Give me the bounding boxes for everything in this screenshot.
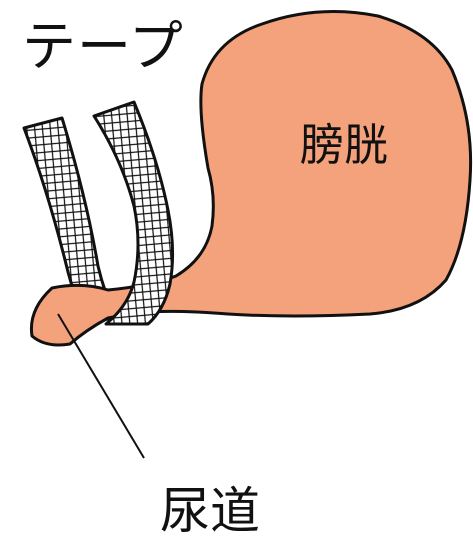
- tape-strip-right: [92, 100, 175, 326]
- bladder-label: 膀胱: [300, 120, 388, 171]
- urethra-label: 尿道: [160, 482, 260, 540]
- tape-label: テープ: [22, 15, 184, 78]
- urethra-leader-line: [57, 313, 145, 459]
